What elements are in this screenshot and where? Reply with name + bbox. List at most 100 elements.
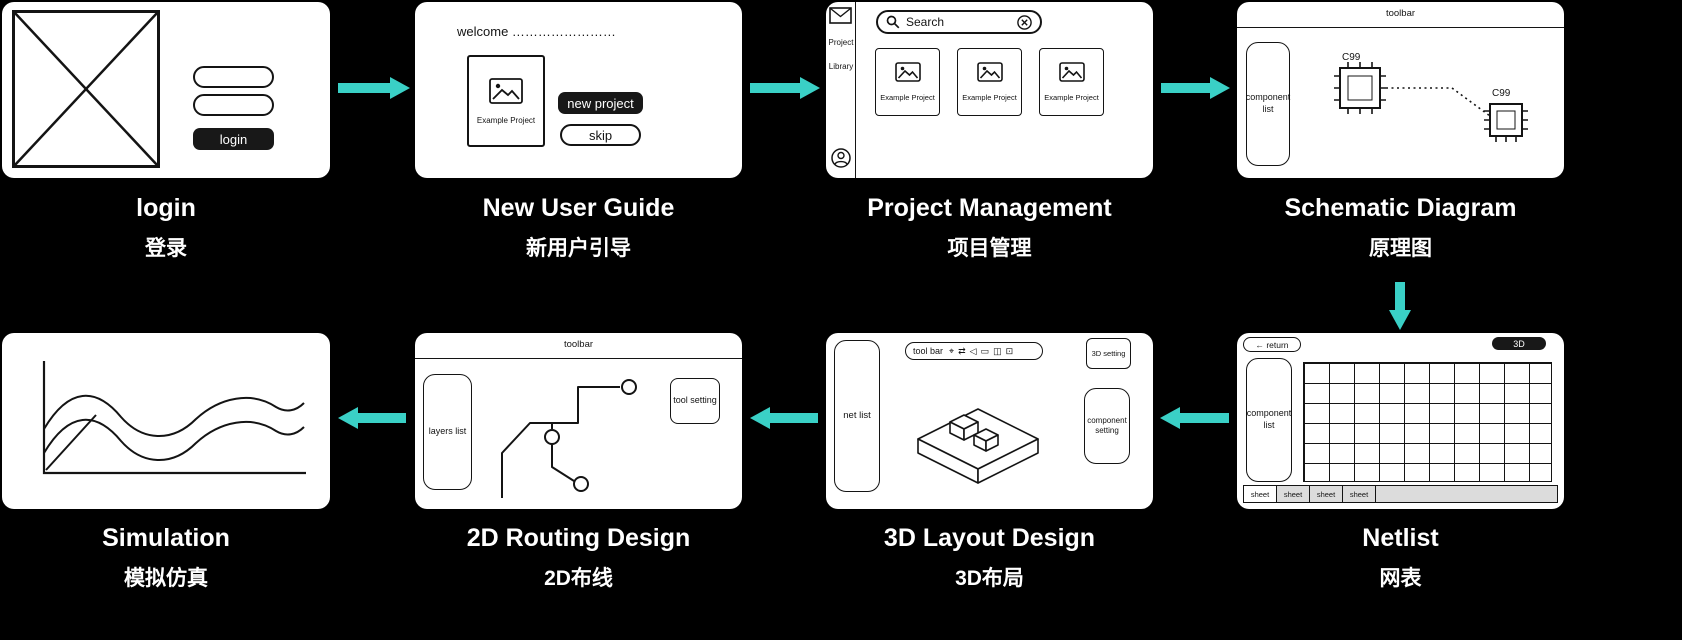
search-placeholder: Search — [906, 15, 945, 29]
image-icon — [1058, 62, 1085, 82]
image-icon — [894, 62, 921, 82]
toolbar-divider — [1237, 27, 1564, 28]
new-user-guide-title: New User Guide — [482, 194, 675, 222]
arrow-login-to-guide — [338, 77, 410, 99]
grid-tool-icon[interactable]: ◫ — [993, 345, 1002, 356]
layout-3d-card: net list tool bar ⌖ ⇄ ◁ ▭ ◫ ⊡ 3D setting… — [826, 333, 1153, 509]
example-project-label: Example Project — [476, 115, 536, 125]
arrow-guide-to-projects — [750, 77, 820, 99]
flip-tool-icon[interactable]: ⇄ — [958, 345, 966, 356]
schematic-title: Schematic Diagram — [1284, 194, 1517, 222]
sidebar-word-library[interactable]: Library — [828, 62, 854, 71]
netlist-title: Netlist — [1362, 524, 1439, 552]
schematic-wire — [1386, 87, 1491, 117]
arrow-projects-to-schematic — [1161, 77, 1230, 99]
project-thumbnail[interactable]: Example Project — [875, 48, 940, 116]
simulation-title: Simulation — [102, 524, 230, 552]
new-user-guide-subtitle: 新用户引导 — [526, 237, 631, 260]
toolbar-label: tool bar — [913, 346, 944, 356]
login-button[interactable]: login — [193, 128, 274, 150]
component-setting-panel[interactable]: component setting — [1084, 388, 1130, 464]
trace-path — [501, 386, 620, 498]
trace-path — [551, 444, 575, 482]
chart-line — [45, 414, 97, 471]
chart-axes — [42, 361, 306, 475]
toolbar-label: toolbar — [1385, 8, 1416, 19]
login-title: login — [136, 194, 196, 222]
net-list-panel: net list — [834, 340, 880, 492]
project-thumbnail-label: Example Project — [880, 93, 935, 102]
arrow-schematic-to-netlist — [1389, 282, 1411, 330]
mail-icon[interactable] — [829, 7, 852, 24]
pad-icon[interactable] — [573, 476, 589, 492]
example-project-card[interactable]: Example Project — [467, 55, 545, 147]
project-thumbnail-label: Example Project — [962, 93, 1017, 102]
layout-3d-title: 3D Layout Design — [883, 524, 1096, 552]
board-3d-viewport[interactable] — [898, 375, 1078, 493]
sheet-tab[interactable]: sheet — [1343, 486, 1376, 502]
chart-wave-upper — [43, 394, 305, 437]
chip-b-label: C99 — [1492, 88, 1511, 99]
user-avatar-icon[interactable] — [831, 148, 851, 168]
routing-2d-subtitle: 2D布线 — [544, 567, 613, 590]
speaker-tool-icon[interactable]: ◁ — [969, 345, 977, 356]
simulation-card — [2, 333, 330, 509]
image-placeholder-icon — [12, 10, 160, 168]
arrow-netlist-to-layout3d — [1160, 407, 1229, 429]
schematic-card: toolbar component list C99 C99 — [1237, 2, 1564, 178]
project-thumbnail[interactable]: Example Project — [957, 48, 1022, 116]
toolbar-pill: tool bar ⌖ ⇄ ◁ ▭ ◫ ⊡ — [905, 342, 1043, 360]
project-management-title: Project Management — [867, 194, 1112, 222]
via-tool-icon[interactable]: ⊡ — [1005, 345, 1014, 356]
project-thumbnail-label: Example Project — [1044, 93, 1099, 102]
component-list-panel: component list — [1246, 42, 1290, 166]
search-bar[interactable]: Search — [876, 10, 1042, 34]
welcome-text: welcome …………………… — [457, 24, 616, 39]
clear-search-icon[interactable] — [1017, 14, 1032, 30]
search-icon — [886, 15, 900, 29]
login-card: login — [2, 2, 330, 178]
project-library-sidebar: Project Library — [826, 2, 856, 178]
sidebar-word-project[interactable]: Project — [828, 38, 854, 47]
chip-b-icon[interactable] — [1484, 103, 1528, 142]
login-subtitle: 登录 — [145, 237, 187, 260]
chip-a-icon[interactable] — [1334, 62, 1386, 114]
sheet-tab[interactable]: sheet — [1244, 486, 1277, 502]
component-cube — [985, 434, 999, 452]
chip-a-label: C99 — [1342, 52, 1361, 63]
mode-3d-button[interactable]: 3D — [1492, 337, 1546, 350]
new-project-button[interactable]: new project — [558, 92, 643, 114]
project-management-subtitle: 项目管理 — [947, 237, 1032, 260]
tool-setting-panel[interactable]: tool setting — [670, 378, 720, 424]
arrow-layout3d-to-routing2d — [750, 407, 818, 429]
sheet-tab[interactable]: sheet — [1277, 486, 1310, 502]
project-management-card: Project Library Search — [826, 2, 1153, 178]
image-icon — [489, 77, 523, 104]
new-user-guide-card: welcome …………………… Example Project new pro… — [415, 2, 742, 178]
project-thumbnail[interactable]: Example Project — [1039, 48, 1104, 116]
schematic-subtitle: 原理图 — [1369, 237, 1432, 260]
netlist-subtitle: 网表 — [1379, 567, 1422, 590]
return-button[interactable]: ← return — [1243, 337, 1301, 352]
layout-3d-subtitle: 3D布局 — [955, 567, 1024, 590]
layers-list-panel: layers list — [423, 374, 472, 490]
arrow-routing2d-to-simulation — [338, 407, 406, 429]
simulation-subtitle: 模拟仿真 — [124, 567, 208, 590]
password-field[interactable] — [193, 94, 274, 116]
pad-icon[interactable] — [544, 429, 560, 445]
pad-icon[interactable] — [621, 379, 637, 395]
username-field[interactable] — [193, 66, 274, 88]
skip-button[interactable]: skip — [560, 124, 641, 146]
sheet-tab-strip: sheet sheet sheet sheet — [1243, 485, 1558, 503]
select-tool-icon[interactable]: ⌖ — [949, 345, 955, 356]
routing-2d-title: 2D Routing Design — [466, 524, 691, 552]
sheet-tab[interactable]: sheet — [1310, 486, 1343, 502]
3d-setting-button[interactable]: 3D setting — [1086, 338, 1131, 369]
schematic-canvas[interactable]: C99 C99 — [1332, 44, 1552, 169]
pad-tool-icon[interactable]: ▭ — [980, 345, 990, 356]
component-list-panel: component list — [1246, 358, 1292, 482]
routing-canvas[interactable] — [480, 363, 670, 503]
netlist-grid[interactable] — [1303, 362, 1552, 482]
image-icon — [976, 62, 1003, 82]
